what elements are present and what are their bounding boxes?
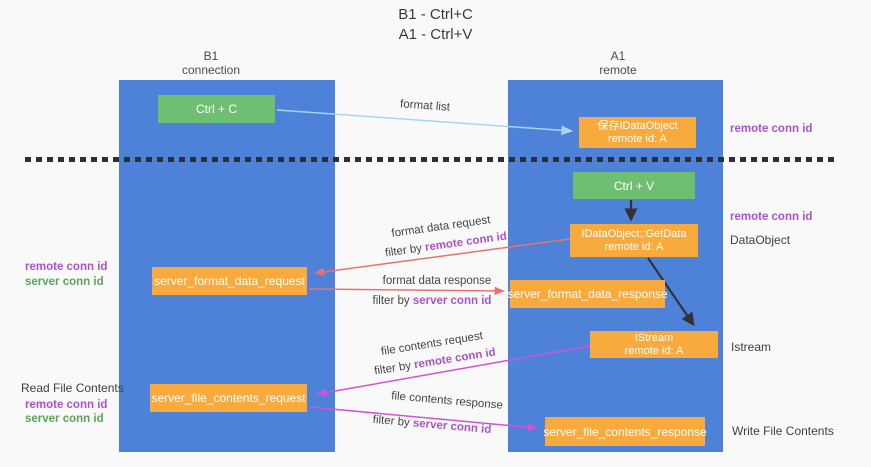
annotation-dataobject: DataObject [730,233,791,247]
remote-conn-id-text: remote conn id [424,230,508,254]
node-file-request-label: server_file_contents_request [151,391,306,405]
node-file-response-label: server_file_contents_response [543,424,707,439]
lifeline-header-right: A1 remote [558,49,678,77]
node-getdata-line1: IDataObject::GetData [581,227,687,240]
node-save-idataobject-line2: remote id: A [608,132,667,145]
node-format-request-label: server_format_data_request [154,274,305,288]
node-ctrl-c: Ctrl + C [158,95,275,123]
node-server-file-contents-request: server_file_contents_request [150,384,307,412]
node-save-idataobject: 保存IDataObject remote id: A [579,117,696,148]
title-line-2: A1 - Ctrl+V [398,26,473,43]
server-conn-id-text: server conn id [412,295,492,307]
node-ctrl-v: Ctrl + V [573,172,695,199]
dashed-separator [25,157,835,162]
annotation-left-server-conn-id-bottom: server conn id [25,413,104,425]
lifeline-right-name: A1 [610,49,626,63]
node-server-format-data-response: server_format_data_response [507,280,668,308]
annotation-write-file-contents: Write File Contents [732,424,834,438]
title-line-1: B1 - Ctrl+C [398,6,473,23]
node-ctrl-c-label: Ctrl + C [195,102,237,116]
node-istream-line2: remote id: A [624,344,684,357]
node-getdata-line2: remote id: A [604,240,664,253]
annotation-left-remote-conn-id-bottom: remote conn id [25,399,108,411]
annotation-left-server-conn-id-mid: server conn id [25,276,104,288]
node-istream-line1: IStream [634,331,674,344]
arrow-format-data-response [308,286,506,296]
annotation-left-remote-conn-id-mid: remote conn id [25,261,108,273]
node-idataobject-getdata: IDataObject::GetData remote id: A [570,224,698,257]
lifeline-left-role: connection [181,63,241,77]
node-server-file-contents-response: server_file_contents_response [543,417,707,446]
label-file-contents-response: file contents response [390,390,504,412]
lifeline-left-name: B1 [203,49,219,63]
node-server-format-data-request: server_format_data_request [152,267,307,295]
label-format-list: format list [399,98,451,114]
label-filter-server-2: filter by server conn id [372,413,492,437]
lifeline-right-role: remote [599,63,637,77]
annotation-remote-conn-id-mid: remote conn id [730,211,813,223]
label-filter-server-1: filter by server conn id [372,295,492,307]
annotation-istream: Istream [731,340,772,354]
node-save-idataobject-line1: 保存IDataObject [597,119,678,132]
annotation-read-file-contents: Read File Contents [21,381,124,395]
lifeline-header-left: B1 connection [151,49,271,77]
annotation-remote-conn-id-top: remote conn id [730,123,813,135]
node-ctrl-v-label: Ctrl + V [613,178,655,193]
diagram-title: B1 - Ctrl+C A1 - Ctrl+V [0,5,871,45]
label-format-data-response: format data response [382,275,492,287]
node-istream: IStream remote id: A [590,331,718,358]
node-format-response-label: server_format_data_response [507,287,668,301]
